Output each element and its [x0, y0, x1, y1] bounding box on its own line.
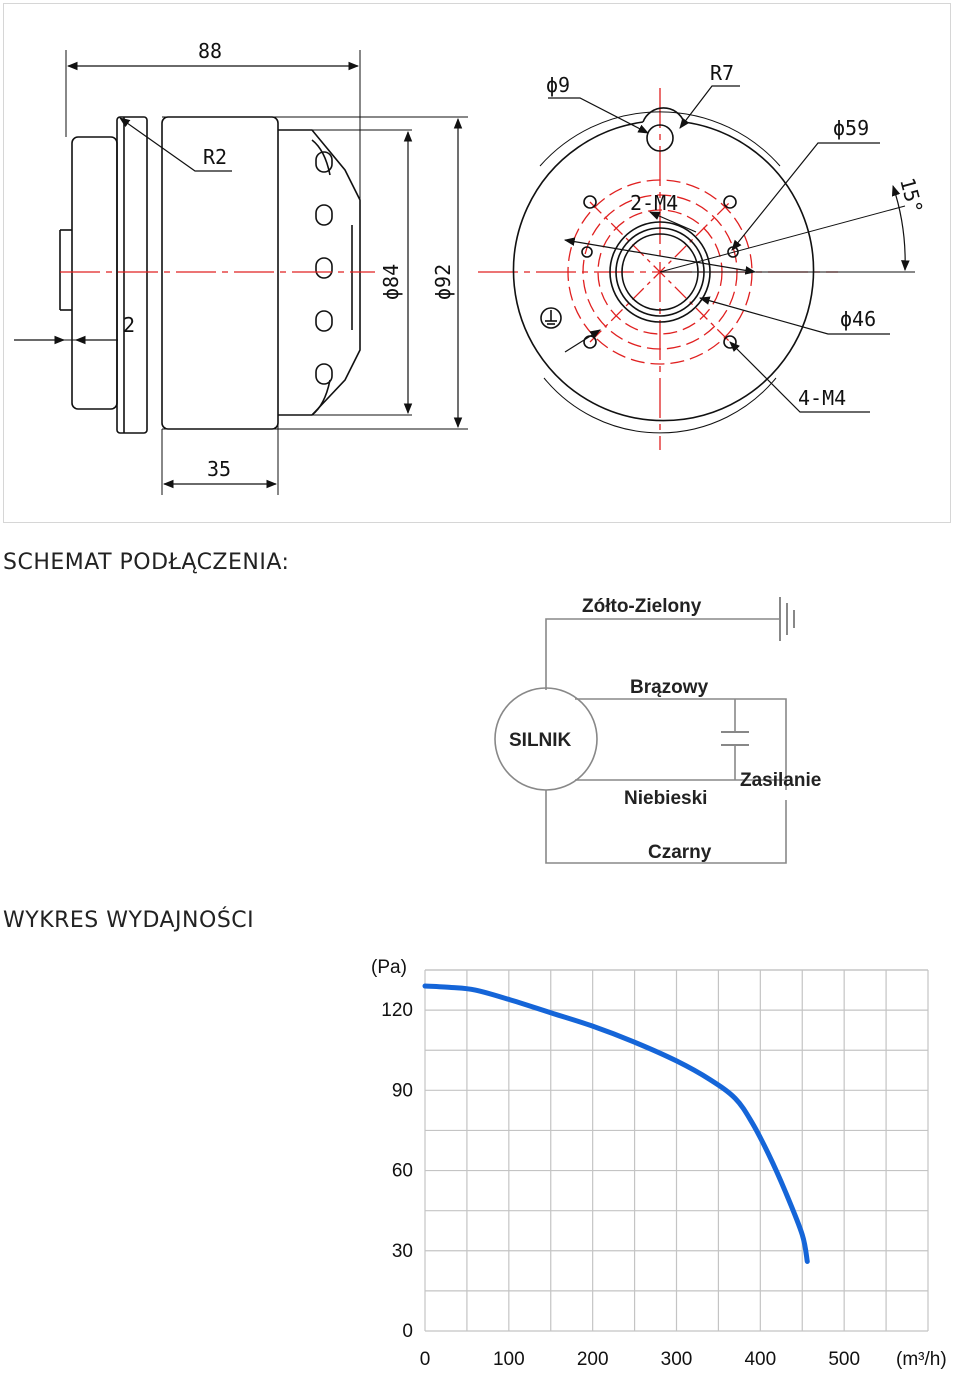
wire-ground-label: Zółto-Zielony — [582, 596, 702, 617]
dim-bolt-circle: ϕ59 — [833, 116, 869, 140]
chart-grid — [424, 969, 929, 1332]
cooling-fins — [311, 139, 353, 416]
m4-hole-top-right — [723, 195, 737, 209]
technical-drawing-frame — [3, 3, 951, 523]
front-view: ϕ9 R7 ϕ59 15° 2-M4 ϕ46 4-M4 — [478, 61, 928, 450]
wiring-section-title: SCHEMAT PODŁĄCZENIA: — [3, 550, 290, 575]
black-wire — [545, 790, 787, 864]
chart-series — [422, 983, 810, 1264]
ground-wire — [545, 618, 780, 690]
x-tick-label: 400 — [744, 1349, 776, 1370]
performance-section-title: WYKRES WYDAJNOŚCI — [3, 908, 255, 933]
dim-diameter-inner: ϕ84 — [379, 264, 403, 300]
motor-label: SILNIK — [509, 730, 572, 751]
y-tick-label: 60 — [392, 1161, 413, 1182]
dim-tab-radius: R7 — [710, 61, 734, 85]
technical-drawing: 88 R2 2 35 ϕ84 ϕ92 — [14, 39, 928, 495]
dim-inner-circle: ϕ46 — [840, 307, 876, 331]
y-tick-label: 90 — [392, 1080, 413, 1101]
dim-hole: ϕ9 — [546, 73, 570, 97]
wire-blue-label: Niebieski — [624, 788, 707, 809]
x-tick-label: 100 — [493, 1349, 525, 1370]
wire-black-label: Czarny — [648, 842, 712, 863]
performance-curve — [422, 983, 810, 1264]
dim-radius: R2 — [203, 145, 227, 169]
x-tick-label: 0 — [420, 1349, 431, 1370]
wiring-diagram: SILNIK Zółto-Zielony Brązowy Niebieski Z… — [494, 596, 821, 864]
side-view — [14, 50, 468, 495]
x-tick-label: 200 — [577, 1349, 609, 1370]
chart-ticks: 0 100 200 300 400 500 0 30 60 90 120 — [381, 1000, 860, 1370]
front-flange — [116, 116, 148, 434]
dim-thread-bottom: 4-M4 — [798, 386, 846, 410]
dim-diameter-outer: ϕ92 — [431, 264, 455, 300]
earth-symbol — [540, 307, 562, 329]
y-axis-label: (Pa) — [371, 957, 407, 978]
mounting-hole — [646, 124, 674, 152]
dim-body: 35 — [207, 457, 231, 481]
m4-hole-top-left — [583, 195, 597, 209]
y-tick-label: 0 — [402, 1321, 413, 1342]
housing-outline — [512, 121, 815, 422]
dim-flange: 2 — [123, 313, 135, 337]
x-tick-label: 300 — [661, 1349, 693, 1370]
blue-wire — [575, 779, 787, 790]
wire-brown-label: Brązowy — [630, 677, 709, 698]
dim-total-length: 88 — [198, 39, 222, 63]
x-axis-label: (m³/h) — [896, 1349, 947, 1370]
brown-wire — [575, 698, 787, 780]
supply-label: Zasilanie — [740, 770, 821, 791]
y-tick-label: 30 — [392, 1241, 413, 1262]
y-tick-label: 120 — [381, 1000, 413, 1021]
x-tick-label: 500 — [828, 1349, 860, 1370]
dim-thread-top: 2-M4 — [630, 191, 678, 215]
